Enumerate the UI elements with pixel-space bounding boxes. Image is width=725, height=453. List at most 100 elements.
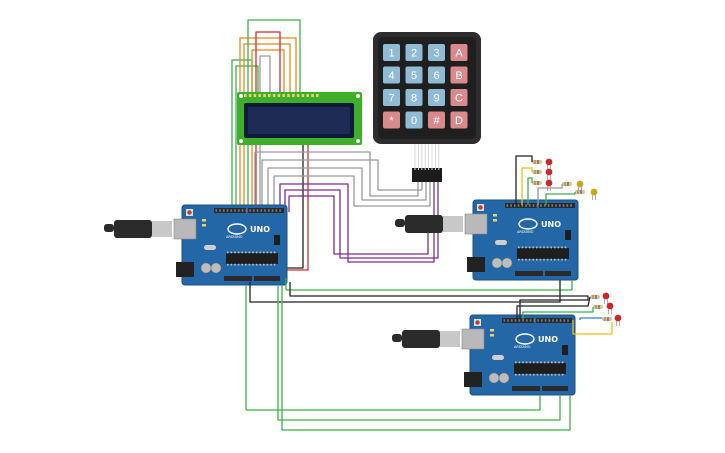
keypad-key[interactable] — [383, 44, 400, 61]
chip-pin — [525, 361, 528, 364]
lcd-wire[interactable] — [235, 65, 259, 210]
board-link-wire[interactable] — [285, 278, 573, 291]
onboard-led — [490, 334, 494, 337]
chip-pin — [532, 246, 534, 249]
lcd-pin — [258, 94, 261, 97]
chip-pin — [543, 258, 545, 261]
board-link-wire[interactable] — [277, 285, 561, 421]
chip-pin — [543, 246, 545, 249]
board-link-wire[interactable] — [245, 285, 541, 411]
arduino-logo — [518, 218, 538, 230]
header-pin — [522, 319, 524, 322]
keypad-key[interactable] — [450, 111, 468, 129]
keypad-key[interactable] — [405, 89, 423, 106]
led-wire[interactable] — [516, 296, 591, 320]
led-wire[interactable] — [537, 184, 563, 205]
keypad-key-label: 7 — [388, 93, 394, 105]
board-model-label: UNO — [538, 335, 558, 344]
keypad-key[interactable] — [405, 66, 423, 84]
led-wire[interactable] — [579, 317, 602, 320]
board-link-wire[interactable] — [281, 285, 571, 431]
header-pin — [533, 319, 536, 322]
keypad-key[interactable] — [383, 89, 400, 106]
header-pin — [537, 319, 539, 322]
header-pin — [219, 209, 221, 212]
usb-cable-end — [395, 219, 405, 227]
arduino-pcb — [181, 204, 288, 286]
header-pin — [268, 209, 270, 212]
header-pin — [226, 209, 229, 212]
header-pin — [264, 209, 266, 212]
keypad-wire[interactable] — [288, 195, 429, 255]
chip-pin — [263, 263, 265, 266]
chip-pin — [518, 361, 521, 364]
lcd-pin — [296, 94, 300, 97]
chip-pin — [532, 258, 534, 261]
keypad-wire[interactable] — [273, 175, 431, 210]
keypad-key[interactable] — [428, 44, 445, 61]
header-analog — [542, 386, 568, 391]
board-link-wire[interactable] — [289, 282, 589, 318]
led-wire[interactable] — [545, 192, 576, 205]
keypad-key[interactable] — [405, 111, 423, 129]
reset-button-cap[interactable] — [187, 210, 192, 215]
chip-pin — [522, 373, 524, 376]
led-wire[interactable] — [521, 167, 533, 205]
led-wire[interactable] — [527, 177, 533, 205]
chip-pin — [561, 258, 563, 261]
keypad-wire[interactable] — [267, 167, 427, 210]
keypad-wire[interactable] — [279, 182, 435, 263]
capacitor — [501, 257, 513, 269]
keypad-key[interactable] — [450, 66, 468, 84]
keypad-key[interactable] — [405, 44, 423, 61]
arduino-logo — [515, 333, 535, 345]
lcd-display-16x2[interactable] — [237, 92, 362, 145]
keypad-key-label: 1 — [388, 48, 394, 60]
header-pin — [566, 204, 569, 207]
capacitor — [491, 257, 503, 269]
keypad-key[interactable] — [450, 89, 468, 106]
microcontroller-chip — [517, 248, 569, 259]
keypad-key[interactable] — [383, 111, 400, 129]
keypad-key[interactable] — [428, 89, 445, 106]
led — [545, 158, 553, 166]
chip-pin — [230, 251, 233, 254]
chip-pin — [234, 251, 236, 254]
lcd-pin — [248, 94, 252, 97]
keypad-key[interactable] — [450, 44, 468, 61]
keypad-wire[interactable] — [254, 151, 419, 210]
chip-pin — [266, 263, 269, 266]
header-pin — [555, 204, 557, 207]
led-wire[interactable] — [515, 155, 533, 205]
header-digital-high — [505, 203, 537, 208]
keypad-key[interactable] — [383, 66, 400, 84]
keypad-key[interactable] — [428, 66, 445, 84]
led-wire[interactable] — [522, 307, 594, 320]
usb-plug — [405, 215, 443, 233]
header-pin — [234, 209, 236, 212]
chip-pin — [273, 251, 276, 254]
header-power — [512, 386, 540, 391]
header-pin — [544, 319, 547, 322]
chip-pin — [248, 251, 251, 254]
header-pin — [544, 204, 546, 207]
led-wire[interactable] — [572, 320, 613, 335]
board-link-wire[interactable] — [249, 280, 561, 303]
header-digital-high — [214, 208, 246, 213]
keypad-wire[interactable] — [261, 159, 423, 210]
chip-pin — [237, 263, 240, 266]
arduino-pcb — [469, 314, 576, 396]
keypad-key-label: 4 — [388, 70, 394, 82]
keypad-key[interactable] — [428, 111, 445, 129]
keypad-wire[interactable] — [284, 182, 439, 259]
header-pin — [529, 204, 531, 207]
reset-button-cap[interactable] — [478, 205, 483, 210]
board-model-label: UNO — [250, 225, 270, 234]
header-pin — [507, 319, 509, 322]
reset-button-cap[interactable] — [475, 320, 480, 325]
